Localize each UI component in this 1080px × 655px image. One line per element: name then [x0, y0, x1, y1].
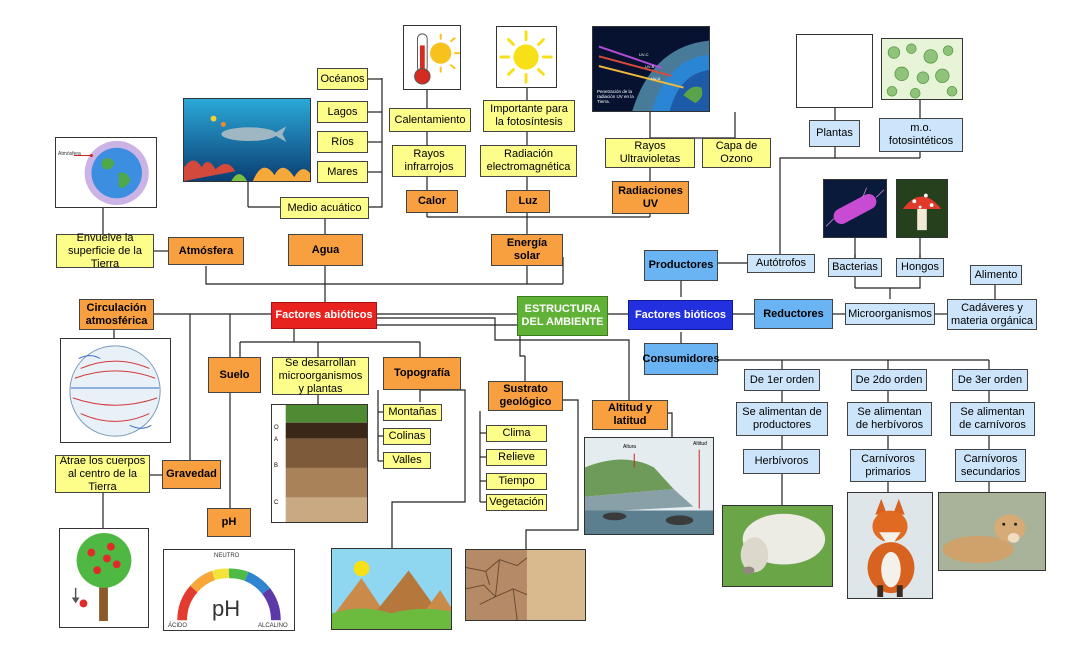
suelo-desc-node[interactable]: Se desarrollan microorganismos y plantas: [272, 357, 369, 395]
uv-band-a: UV-A: [651, 76, 661, 81]
valles-node[interactable]: Valles: [383, 452, 431, 469]
energia-solar-node[interactable]: Energía solar: [491, 234, 563, 266]
carnivoros-secundarios-node[interactable]: Carnívoros secundarios: [955, 449, 1026, 482]
primer-orden-desc-node[interactable]: Se alimentan de productores: [736, 402, 828, 436]
ph-scale-neutro: NEUTRO: [214, 553, 240, 559]
luz-node[interactable]: Luz: [506, 190, 550, 213]
ocean-image: [183, 98, 311, 182]
radiacion-electromagnetica-node[interactable]: Radiación electromagnética: [480, 145, 577, 177]
uv-image-caption: Penetración de la radiación UV en la Tie…: [597, 89, 634, 104]
soil-horizon-o: O: [274, 425, 279, 431]
bacteria-image: [823, 179, 887, 238]
reductores-node[interactable]: Reductores: [754, 299, 833, 329]
importante-fotosintesis-node[interactable]: Importante para la fotosíntesis: [483, 100, 575, 132]
sustrato-geologico-node[interactable]: Sustrato geológico: [488, 381, 563, 411]
autotrofos-node[interactable]: Autótrofos: [747, 254, 815, 273]
radiaciones-uv-node[interactable]: Radiaciones UV: [612, 181, 689, 214]
primer-orden-node[interactable]: De 1er orden: [744, 369, 820, 391]
soil-horizon-a: A: [274, 437, 279, 443]
colinas-node[interactable]: Colinas: [383, 428, 431, 445]
productores-node[interactable]: Productores: [644, 250, 718, 281]
sun-image: [496, 26, 557, 88]
alimento-node[interactable]: Alimento: [970, 265, 1022, 285]
cadaveres-materia-node[interactable]: Cadáveres y materia orgánica: [947, 299, 1037, 330]
tercer-orden-node[interactable]: De 3er orden: [952, 369, 1028, 391]
rayos-infrarrojos-node[interactable]: Rayos infrarrojos: [392, 145, 466, 177]
geological-substrate-image: [465, 549, 586, 621]
apple-tree-image: [59, 528, 149, 628]
ph-scale-image: NEUTRO pH ÁCIDO ALCALINO: [163, 549, 295, 631]
sheep-image: [722, 505, 833, 587]
calor-node[interactable]: Calor: [406, 190, 458, 213]
rios-node[interactable]: Ríos: [317, 131, 368, 153]
relieve-node[interactable]: Relieve: [486, 449, 547, 466]
topografia-node[interactable]: Topografía: [383, 357, 461, 390]
montanas-node[interactable]: Montañas: [383, 404, 442, 421]
fox-image: [847, 492, 933, 599]
lioness-image: [938, 492, 1046, 571]
gravedad-node[interactable]: Gravedad: [162, 460, 221, 489]
bacterias-node[interactable]: Bacterias: [828, 258, 882, 277]
mo-fotosinteticos-node[interactable]: m.o. fotosintéticos: [879, 118, 963, 152]
mares-node[interactable]: Mares: [317, 161, 368, 183]
segundo-orden-node[interactable]: De 2do orden: [851, 369, 927, 391]
gravedad-desc-node[interactable]: Atrae los cuerpos al centro de la Tierra: [55, 455, 150, 493]
factores-abioticos-node[interactable]: Factores abióticos: [271, 302, 377, 329]
uv-penetration-image: UV-C UV-B UV-A Penetración de la radiaci…: [592, 26, 710, 112]
altitud-image-right-label: Altitud: [693, 441, 707, 447]
uv-band-b: UV-B: [645, 64, 655, 69]
soil-horizon-c: C: [274, 500, 279, 506]
soil-horizon-b: B: [274, 463, 279, 469]
ph-scale-center: pH: [212, 596, 241, 621]
atmosfera-image-label: Atmósfera: [58, 151, 81, 157]
circulacion-atmosferica-node[interactable]: Circulación atmosférica: [79, 299, 154, 330]
clima-node[interactable]: Clima: [486, 425, 547, 442]
thermometer-sun-image: [403, 25, 461, 90]
altitud-latitud-node[interactable]: Altitud y latitud: [592, 400, 668, 430]
tiempo-node[interactable]: Tiempo: [486, 473, 547, 490]
factores-bioticos-node[interactable]: Factores bióticos: [628, 300, 733, 330]
plants-image-placeholder: [796, 34, 873, 108]
medio-acuatico-node[interactable]: Medio acuático: [280, 197, 369, 219]
altitud-image-left-label: Altura: [623, 444, 637, 450]
tercer-orden-desc-node[interactable]: Se alimentan de carnívoros: [950, 402, 1035, 436]
mushroom-image: [896, 179, 948, 238]
segundo-orden-desc-node[interactable]: Se alimentan de herbívoros: [847, 402, 932, 436]
microorganismos-node[interactable]: Microorganismos: [845, 303, 935, 325]
soil-profile-image: O A B C: [271, 404, 368, 523]
atmosphere-earth-image: Atmósfera: [55, 137, 157, 208]
microalgae-image: [881, 38, 963, 100]
hongos-node[interactable]: Hongos: [896, 258, 944, 277]
atmosfera-desc-node[interactable]: Envuelve la superficie de la Tierra: [56, 232, 154, 270]
ph-scale-acido: ÁCIDO: [168, 623, 188, 629]
altitude-image: Altura Altitud: [584, 437, 714, 535]
herbivoros-node[interactable]: Herbívoros: [743, 449, 820, 474]
consumidores-node[interactable]: Consumidores: [643, 343, 720, 375]
uv-band-c: UV-C: [639, 52, 649, 57]
agua-node[interactable]: Agua: [288, 234, 363, 266]
vegetacion-node[interactable]: Vegetación: [486, 494, 547, 511]
estructura-del-ambiente-node[interactable]: ESTRUCTURA DEL AMBIENTE: [517, 296, 608, 336]
plantas-node[interactable]: Plantas: [809, 120, 860, 147]
capa-de-ozono-node[interactable]: Capa de Ozono: [702, 138, 771, 168]
calentamiento-node[interactable]: Calentamiento: [389, 108, 471, 132]
ph-scale-alcalino: ALCALINO: [258, 623, 288, 629]
atmosfera-node[interactable]: Atmósfera: [168, 237, 244, 265]
carnivoros-primarios-node[interactable]: Carnívoros primarios: [850, 449, 926, 482]
atmospheric-circulation-image: [60, 338, 171, 443]
oceanos-node[interactable]: Océanos: [317, 68, 368, 90]
landscape-image: [331, 548, 452, 630]
rayos-ultravioletas-node[interactable]: Rayos Ultravioletas: [605, 138, 695, 168]
lagos-node[interactable]: Lagos: [317, 101, 368, 123]
ph-node[interactable]: pH: [207, 508, 251, 537]
suelo-node[interactable]: Suelo: [208, 357, 261, 393]
